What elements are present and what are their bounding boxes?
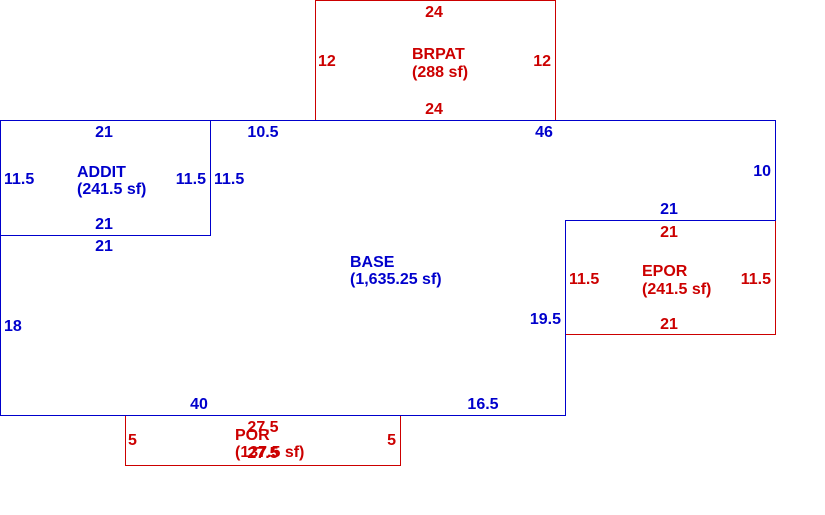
area-addit[interactable]: 21 11.5 11.5 21 ADDIT (241.5 sf) [0, 120, 211, 236]
area-base[interactable]: 10.5 46 11.5 21 10 21 18 19.5 40 16.5 BA… [0, 120, 776, 416]
base-dim-step: 21 [660, 201, 678, 218]
addit-dim-left: 11.5 [4, 171, 34, 188]
base-dim-bottom-right: 16.5 [467, 396, 498, 413]
addit-dim-bottom: 21 [95, 216, 113, 233]
epor-name: EPOR [642, 263, 688, 280]
por-dim-top: 27.5 [247, 419, 278, 436]
base-outline [0, 120, 776, 416]
base-name: BASE [350, 254, 395, 271]
base-dim-inner-left: 11.5 [214, 171, 244, 188]
brpat-dim-left: 12 [318, 53, 336, 70]
base-dim-inner-right: 19.5 [530, 311, 561, 328]
epor-area: (241.5 sf) [642, 281, 711, 298]
por-dim-left: 5 [128, 432, 137, 449]
area-por[interactable]: 27.5 5 5 27.5 POR (137.5 sf) [125, 415, 401, 466]
epor-dim-left: 11.5 [569, 271, 599, 288]
brpat-area: (288 sf) [412, 64, 468, 81]
base-area: (1,635.25 sf) [350, 271, 442, 288]
base-dim-upper-left: 21 [95, 238, 113, 255]
por-area: (137.5 sf) [235, 444, 304, 461]
epor-dim-top: 21 [660, 224, 678, 241]
brpat-dim-bottom: 24 [425, 101, 443, 118]
brpat-dim-right: 12 [533, 53, 551, 70]
epor-dim-right: 11.5 [741, 271, 771, 288]
addit-area: (241.5 sf) [77, 181, 146, 198]
addit-name: ADDIT [77, 164, 126, 181]
por-dim-right: 5 [387, 432, 396, 449]
addit-dim-right: 11.5 [176, 171, 206, 188]
brpat-outline [315, 0, 556, 121]
base-dim-right: 10 [753, 163, 771, 180]
base-dim-bottom-left: 40 [190, 396, 208, 413]
por-name: POR [235, 427, 270, 444]
area-brpat[interactable]: 24 12 12 24 BRPAT (288 sf) [315, 0, 556, 121]
epor-dim-bottom: 21 [660, 316, 678, 333]
base-dim-top-right: 46 [535, 124, 553, 141]
por-dim-bottom: 27.5 [247, 445, 278, 462]
brpat-name: BRPAT [412, 46, 465, 63]
addit-dim-top: 21 [95, 124, 113, 141]
por-outline [125, 415, 401, 466]
base-dim-left: 18 [4, 318, 22, 335]
area-epor[interactable]: 21 11.5 11.5 21 EPOR (241.5 sf) [565, 220, 776, 335]
base-dim-top-left: 10.5 [247, 124, 278, 141]
brpat-dim-top: 24 [425, 4, 443, 21]
